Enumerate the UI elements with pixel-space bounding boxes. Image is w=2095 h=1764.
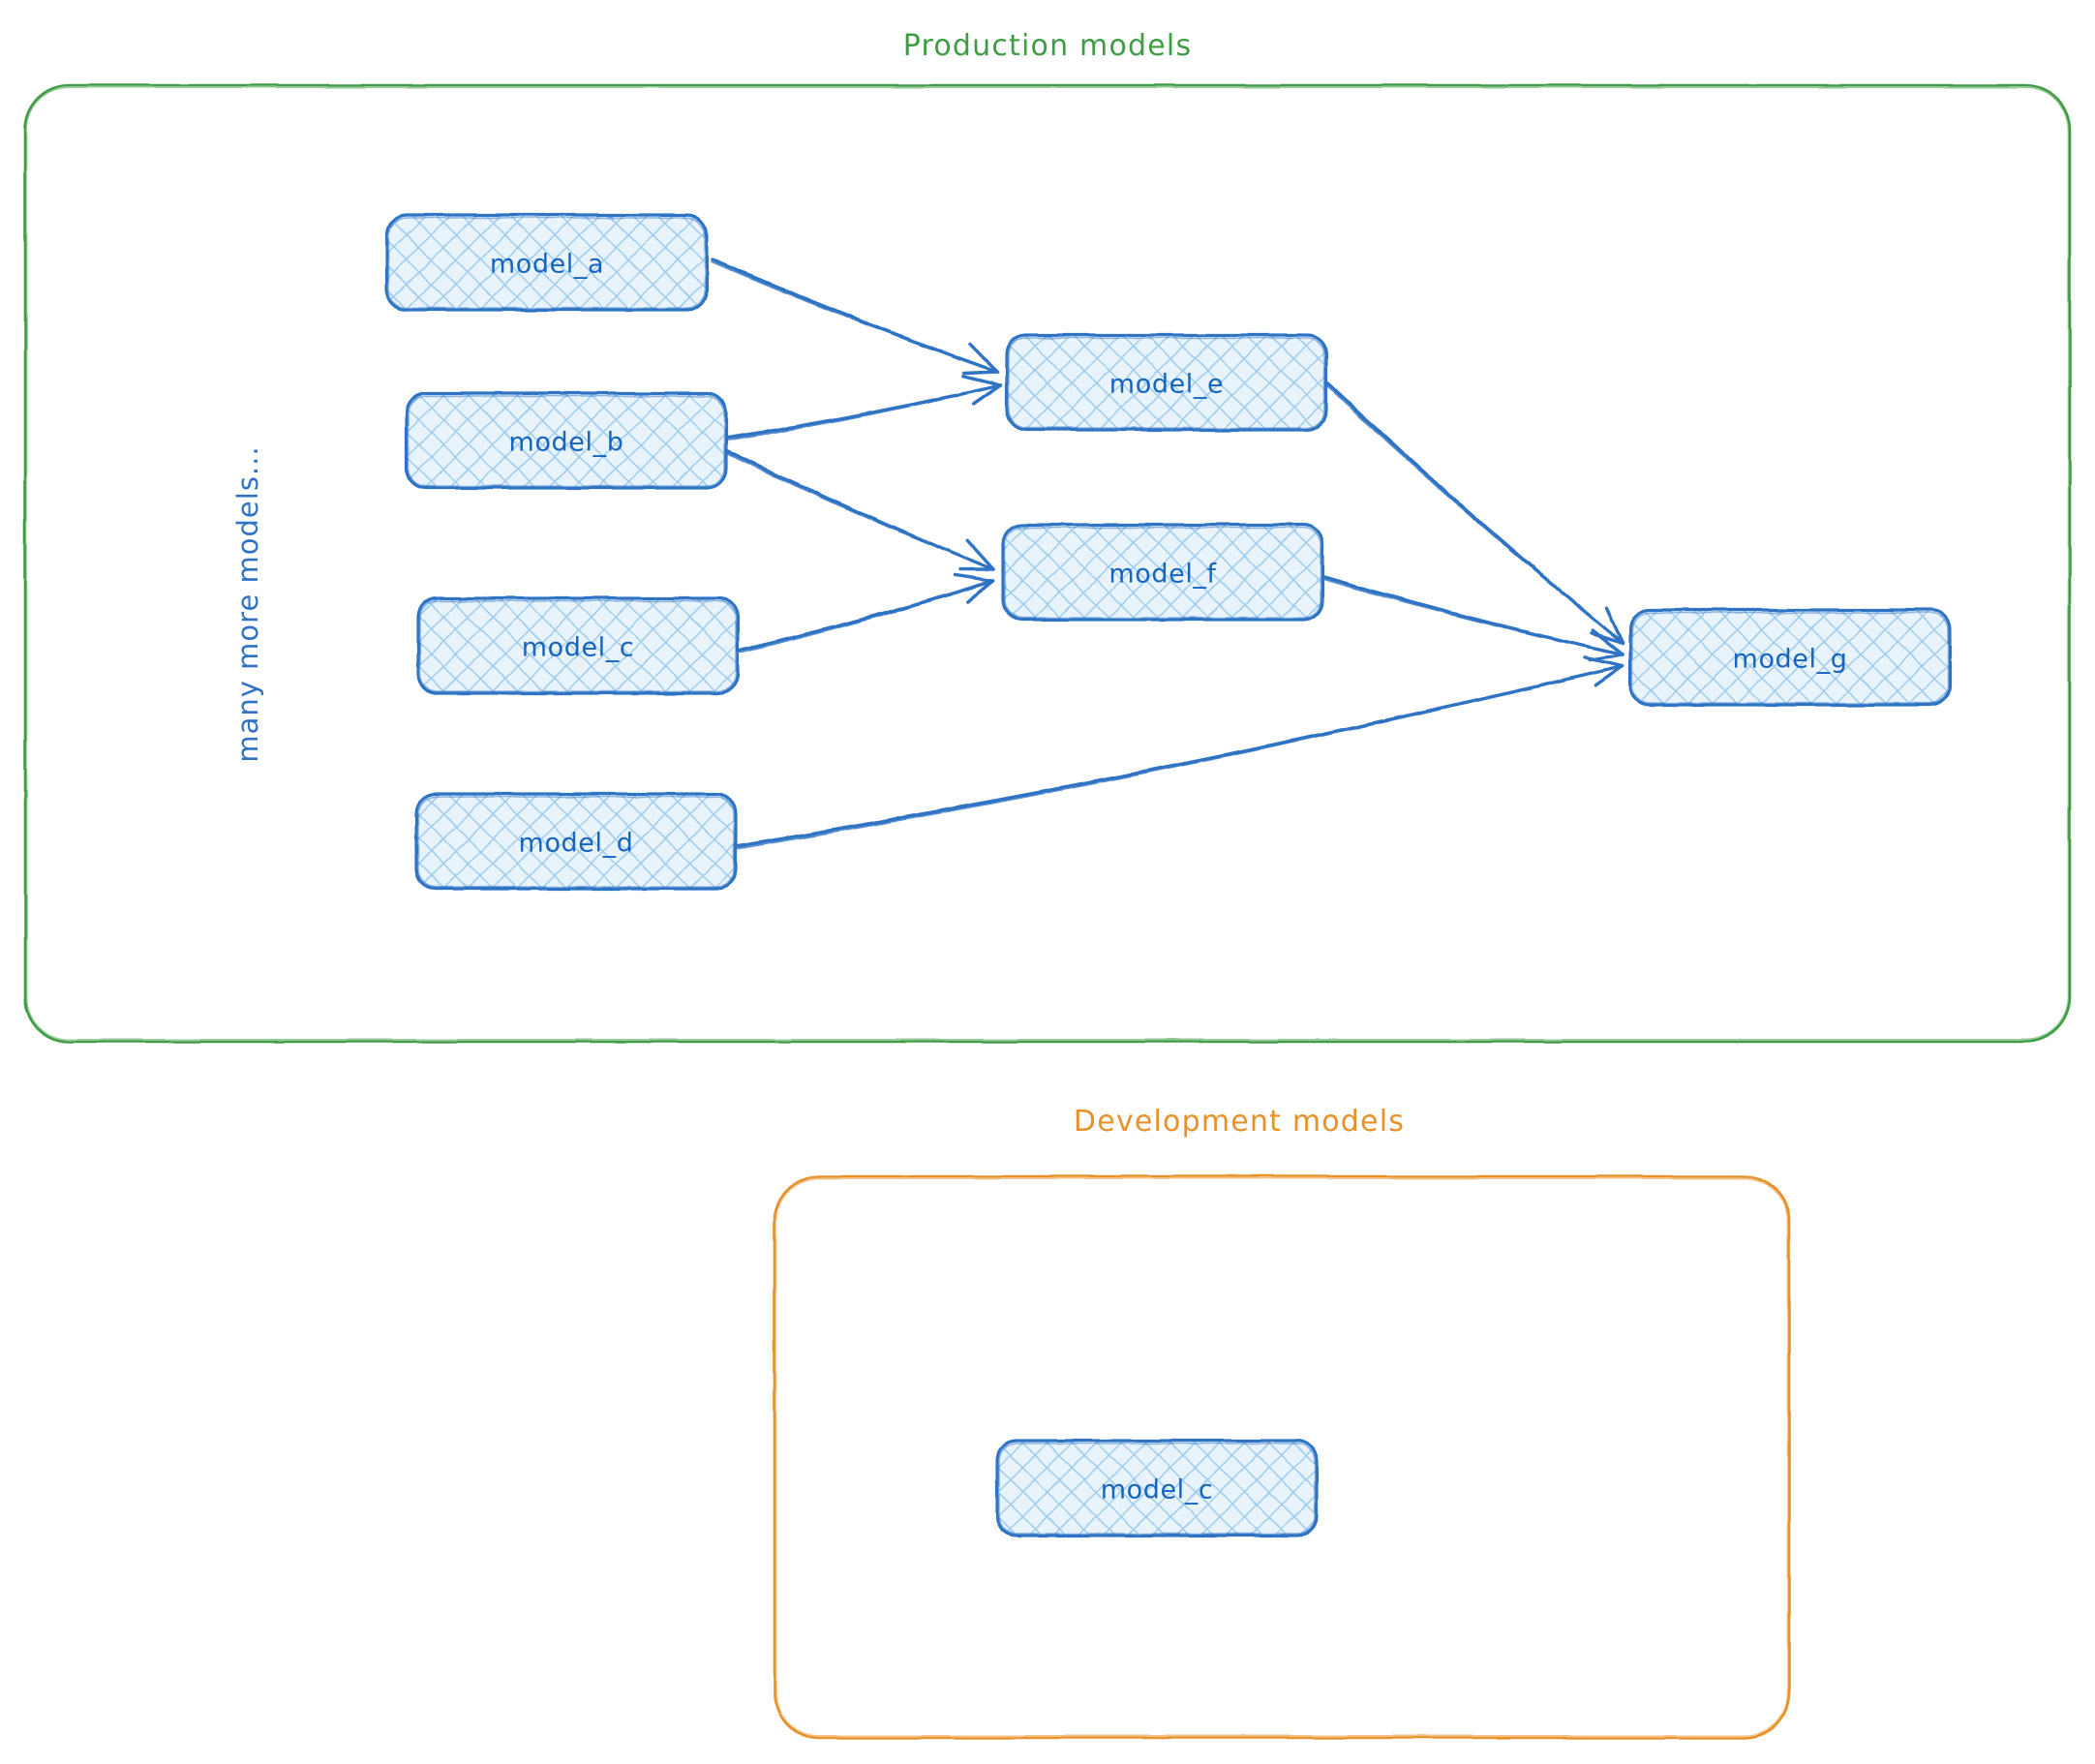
edge-model_c-to-model_f — [738, 573, 995, 654]
node-model_a[interactable] — [385, 213, 709, 312]
group-title-production: Production models — [902, 29, 1193, 63]
edge-model_d-to-model_g — [736, 655, 1624, 850]
edge-model_b-to-model_e — [726, 375, 1003, 441]
node-label-model_c: model_c — [521, 632, 635, 663]
node-model_c[interactable] — [416, 596, 740, 695]
edge-model_f-to-model_g — [1322, 575, 1624, 662]
edge-model_e-to-model_g — [1325, 381, 1624, 645]
annotation-many-more-models: many more models... — [231, 445, 264, 763]
group-containers — [23, 83, 2072, 1740]
node-label-model_a: model_a — [489, 249, 605, 280]
edge-model_b-to-model_f — [726, 449, 995, 571]
group-container-development — [773, 1174, 1791, 1740]
node-model_b[interactable] — [405, 391, 728, 490]
group-container-production — [23, 83, 2072, 1044]
node-model_e[interactable] — [1005, 333, 1328, 432]
nodes — [385, 213, 1952, 1537]
node-label-model_d: model_d — [518, 828, 634, 859]
node-label-model_f: model_f — [1108, 559, 1217, 590]
edge-model_a-to-model_e — [711, 258, 999, 376]
node-label-model_e: model_e — [1108, 369, 1225, 400]
node-label-model_b: model_b — [508, 427, 624, 458]
group-title-development: Development models — [1073, 1105, 1406, 1139]
node-label-model_g: model_g — [1732, 644, 1848, 675]
node-model_d[interactable] — [414, 792, 738, 891]
node-model_f[interactable] — [1001, 523, 1324, 622]
node-model_c_dev[interactable] — [995, 1439, 1319, 1537]
node-label-model_c_dev: model_c — [1100, 1475, 1214, 1505]
node-model_g[interactable] — [1628, 608, 1952, 707]
edges — [711, 258, 1624, 850]
